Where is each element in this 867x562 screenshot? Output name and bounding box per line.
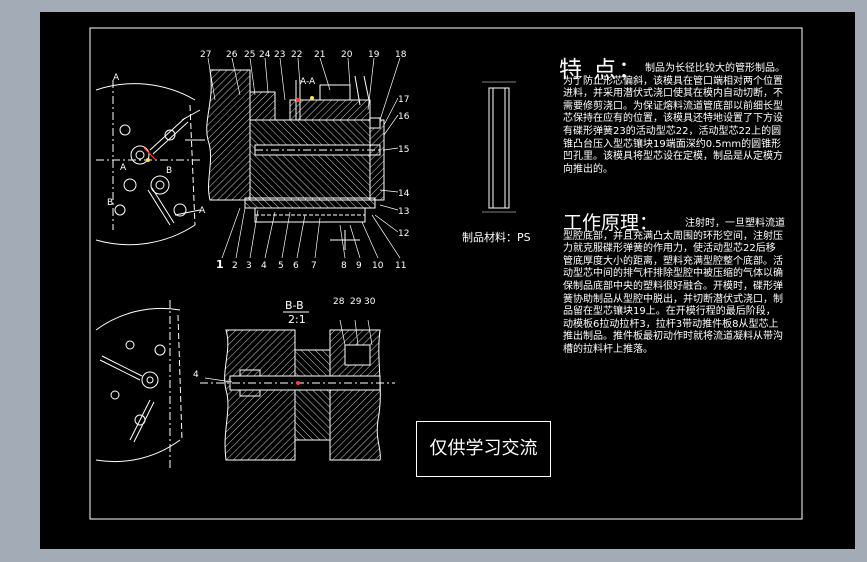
callout-12: 12 [398,229,409,239]
callout-26: 26 [226,50,238,60]
callout-24: 24 [259,50,271,60]
accent-line [143,147,157,161]
callout-11: 11 [395,261,406,271]
callout-2: 2 [232,261,238,271]
callout-10: 10 [372,261,384,271]
label-a-arrow: A [199,206,206,216]
callout-28: 28 [333,297,345,307]
callout-1: 1 [216,258,224,271]
accent-dot [146,158,150,162]
features-title: 特 点： [559,57,644,83]
callout-25: 25 [244,50,255,60]
callout-5: 5 [278,261,284,271]
label-b-right: B [166,166,172,176]
label-a-mid: A [120,163,127,173]
top-callouts: 27 26 25 24 23 22 21 20 19 18 [200,50,407,60]
callout-30: 30 [364,297,376,307]
principle-body: 注射时，一旦塑料流道型腔底部，并且充满凸太周围的环形空间，注射压力就克服碟形弹簧… [563,218,785,357]
features-text: 制品为长径比较大的管形制品。为了防止形芯偏斜，该模具在管口端相对两个位置进料，并… [563,63,785,175]
label-b-left: B [107,198,113,208]
label-aa-section: A-A [300,77,316,87]
label-bb-scale: 2:1 [288,313,306,326]
callout-4: 4 [261,261,267,271]
end-view-top [95,80,205,246]
material-label: 制品材料：PS [462,231,531,244]
callout-23: 23 [274,50,285,60]
callout-9: 9 [356,261,362,271]
callout-15: 15 [398,145,409,155]
callout-3: 3 [246,261,252,271]
label-bb: B-B [285,299,304,312]
callout-21: 21 [314,50,325,60]
callout-4-bb: 4 [193,370,199,380]
accent-red-dot [296,98,300,102]
callout-14: 14 [398,189,410,199]
callout-13: 13 [398,207,409,217]
callout-6: 6 [293,261,299,271]
right-callouts: 17 16 15 14 13 12 [398,95,410,239]
callout-22: 22 [291,50,302,60]
callout-8: 8 [341,261,347,271]
section-bb [200,311,395,461]
callout-27: 27 [200,50,211,60]
callout-29: 29 [350,297,362,307]
callout-16: 16 [398,112,410,122]
watermark-text: 仅供学习交流 [429,438,538,459]
product-tube [482,81,516,213]
callout-17: 17 [398,95,409,105]
callout-19: 19 [368,50,380,60]
principle-text: 注射时，一旦塑料流道型腔底部，并且充满凸太周围的环形空间，注射压力就克服碟形弹簧… [563,218,785,355]
end-view-bottom [95,300,183,470]
features-body: 制品为长径比较大的管形制品。为了防止形芯偏斜，该模具在管口端相对两个位置进料，并… [563,63,785,176]
principle-title: 工作原理： [563,212,659,234]
bottom-callouts: 1 2 3 4 5 6 7 8 9 10 11 [216,258,406,271]
accent-red-dot-bb [296,381,300,385]
watermark-box: 仅供学习交流 [416,421,551,477]
label-a-top: A [113,73,120,83]
drawing-frame [89,27,803,520]
callout-20: 20 [341,50,353,60]
accent-yellow-dot [310,96,314,100]
drawing-sheet [40,12,855,549]
section-aa [206,57,401,259]
callout-7: 7 [311,261,317,271]
callout-18: 18 [395,50,407,60]
